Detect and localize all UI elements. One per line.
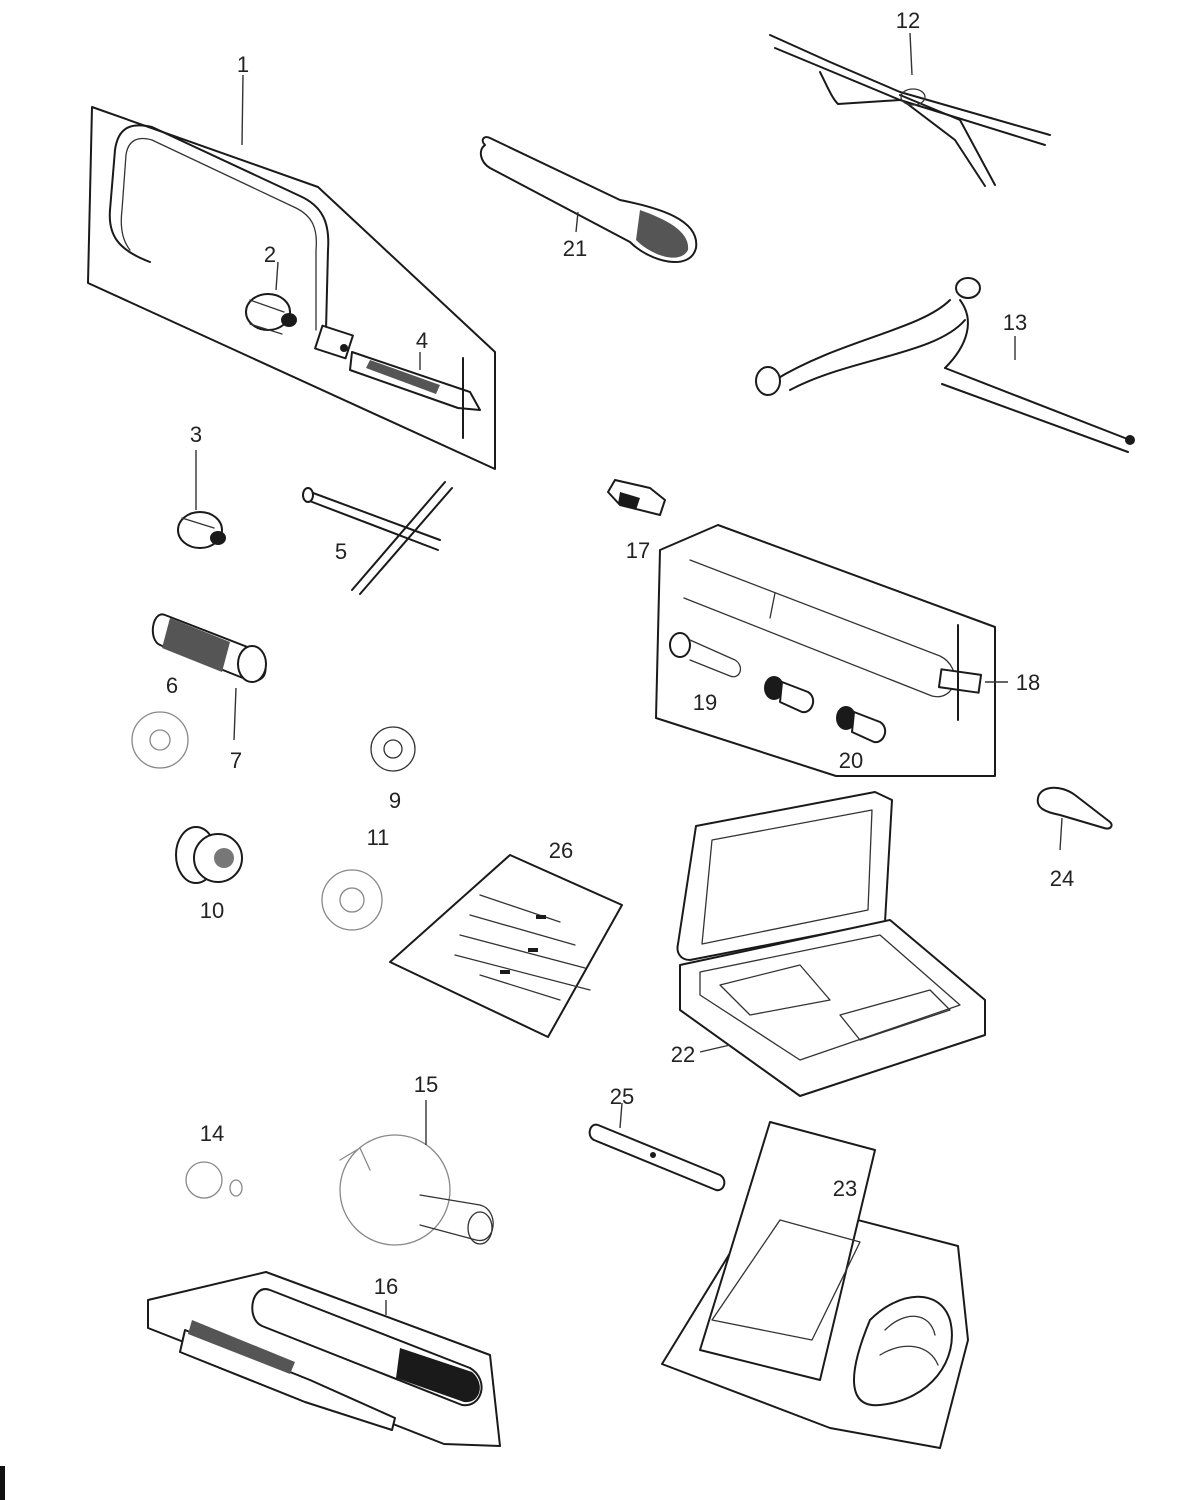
callout-13: 13 [1003, 310, 1027, 335]
callout-3: 3 [190, 422, 202, 447]
callout-17: 17 [626, 538, 650, 563]
callout-23: 23 [833, 1176, 857, 1201]
part-4-drift [349, 351, 481, 439]
callout-10: 10 [200, 898, 224, 923]
callout-18: 18 [1016, 670, 1040, 695]
callout-21: 21 [563, 236, 587, 261]
part-10-adapter [175, 826, 243, 884]
callout-22: 22 [671, 1042, 695, 1067]
part-21-t-tool [479, 136, 698, 264]
callout-16: 16 [374, 1274, 398, 1299]
part-25-pin [588, 1102, 726, 1192]
part-9-nut [370, 726, 416, 772]
callout-6: 6 [166, 673, 178, 698]
part-26-instruction-sheet [389, 854, 623, 1038]
part-13-c-spanner [755, 277, 1135, 453]
callout-19: 19 [693, 690, 717, 715]
part-3-small-socket [177, 450, 226, 549]
callout-2: 2 [264, 242, 276, 267]
part-16-pouch-set [147, 1271, 501, 1447]
part-7-knurled-handle [151, 613, 267, 741]
callout-12: 12 [896, 8, 920, 33]
callout-9: 9 [389, 788, 401, 813]
callout-4: 4 [416, 328, 428, 353]
callout-1: 1 [237, 52, 249, 77]
part-24-cone-tip [1036, 786, 1113, 851]
part-1-tool-pouch [87, 74, 496, 470]
callout-11: 11 [367, 825, 390, 850]
part-18-case-assembly [655, 524, 1008, 777]
part-22-carrying-case [676, 791, 986, 1097]
part-12-pliers [769, 32, 1051, 187]
part-17-fitting [607, 479, 666, 516]
page-edge-mark [0, 1466, 5, 1500]
part-23-manual-and-gloves [661, 1121, 969, 1449]
callout-24: 24 [1050, 866, 1074, 891]
part-20-adapters [764, 676, 887, 744]
part-11-ring [321, 869, 383, 931]
callout-20: 20 [839, 748, 863, 773]
callout-14: 14 [200, 1121, 224, 1146]
part-6-washer [131, 711, 189, 769]
callout-5: 5 [335, 539, 347, 564]
callout-numbers: 2 4 3 5 6 7 9 10 11 12 13 14 15 16 17 18… [166, 8, 1074, 1299]
pouch-clip-block [314, 324, 354, 360]
part-5-t-handle [302, 481, 453, 595]
part-15-puller [339, 1100, 494, 1246]
callout-7: 7 [230, 748, 242, 773]
part-2-socket [245, 261, 297, 335]
callout-26: 26 [549, 838, 573, 863]
part-14-bushing [185, 1161, 243, 1199]
callout-15: 15 [414, 1072, 438, 1097]
callout-25: 25 [610, 1084, 634, 1109]
part-19-adapter [669, 632, 742, 678]
